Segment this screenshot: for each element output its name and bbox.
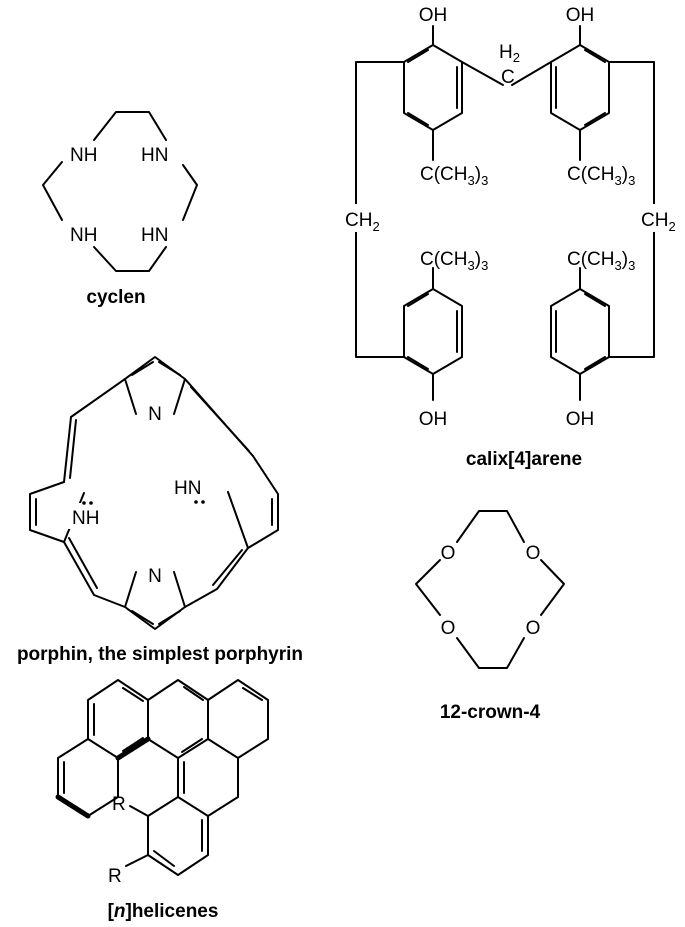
crown-o-top-right: O — [526, 543, 541, 564]
helicene-structure: R R [n]helicenes — [55, 679, 269, 922]
crown-o-top-left: O — [441, 543, 456, 564]
calix-oh-bottom-right: OH — [566, 409, 595, 430]
helicene-caption: [n]helicenes — [108, 901, 219, 922]
calix-bridge-h2-label: H2 — [499, 42, 520, 65]
porphin-lone-pair-dot — [194, 500, 198, 504]
cyclen-atom-hn-bottom-right: HN — [141, 225, 168, 246]
calix-tbutyl-bottom-left: C(CH3)3 — [420, 249, 488, 273]
cyclen-caption: cyclen — [86, 287, 145, 308]
porphin-lone-pair-dot — [82, 501, 86, 505]
calix-oh-top-left: OH — [419, 5, 448, 26]
crown-structure: O O O O 12-crown-4 — [415, 510, 565, 723]
calix-tbutyl-top-left: C(CH3)3 — [420, 164, 488, 188]
porphin-lone-pair-dot — [201, 500, 205, 504]
calix-ch2-left-label: CH2 — [345, 210, 380, 234]
cyclen-structure: NH HN NH HN cyclen — [42, 111, 198, 308]
porphin-hn-right: HN — [174, 478, 201, 499]
calix-tbutyl-top-right: C(CH3)3 — [567, 164, 635, 188]
cyclen-atom-nh-top-left: NH — [70, 145, 97, 166]
cyclen-atom-hn-top-right: HN — [141, 145, 168, 166]
crown-o-bottom-right: O — [526, 618, 541, 639]
calix-oh-bottom-left: OH — [419, 409, 448, 430]
helicene-r-bottom: R — [108, 866, 122, 887]
calixarene-caption: calix[4]arene — [466, 449, 582, 470]
porphin-n-bottom: N — [148, 566, 162, 587]
porphin-lone-pair-dot — [89, 501, 93, 505]
calix-ch2-right-label: CH2 — [641, 210, 676, 234]
calix-bridge-c-label: C — [501, 67, 515, 88]
calix-tbutyl-bottom-right: C(CH3)3 — [567, 249, 635, 273]
calixarene-structure: OH OH OH OH H2 C CH2 CH2 C(CH3)3 C(CH3)3… — [341, 5, 685, 470]
calix-oh-top-right: OH — [566, 5, 595, 26]
helicene-r-top: R — [112, 794, 126, 815]
porphin-structure: N N NH HN porphin, the simplest porphyri… — [17, 356, 303, 665]
porphin-nh-left: NH — [72, 508, 99, 529]
cyclen-atom-nh-bottom-left: NH — [70, 225, 97, 246]
crown-o-bottom-left: O — [441, 618, 456, 639]
porphin-caption: porphin, the simplest porphyrin — [17, 644, 303, 665]
crown-caption: 12-crown-4 — [440, 702, 541, 723]
porphin-n-top: N — [148, 404, 162, 425]
